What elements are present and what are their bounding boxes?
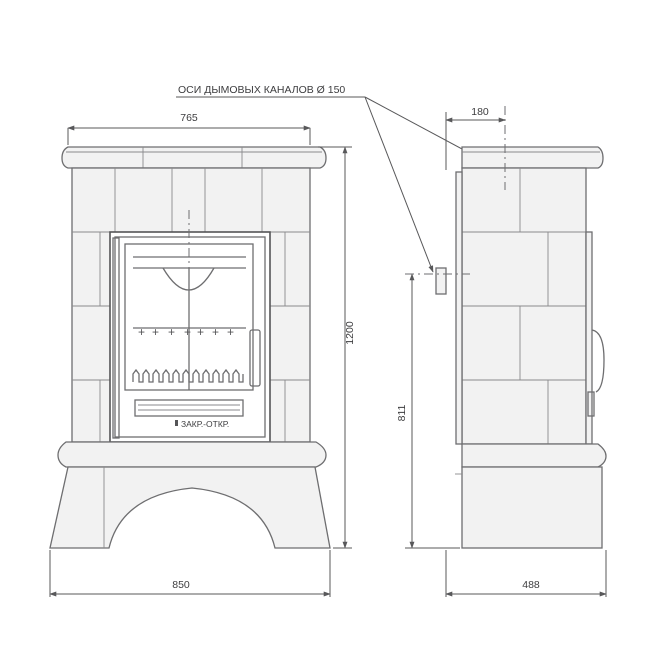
callout-leader-2 xyxy=(364,96,434,273)
side-door-hinge xyxy=(587,391,595,417)
door-handle[interactable] xyxy=(249,329,261,387)
side-dimensions: 180 488 811 xyxy=(396,106,607,597)
side-door-handle[interactable] xyxy=(591,329,605,393)
damper-lever[interactable] xyxy=(175,420,178,426)
ash-vent xyxy=(134,399,244,417)
grate xyxy=(132,368,244,383)
side-back-panel xyxy=(455,171,463,445)
air-holes: + + + + + + + xyxy=(138,325,234,339)
dim-top-width: 765 xyxy=(180,112,198,124)
front-base-ledge xyxy=(57,441,327,468)
front-top-cap xyxy=(61,146,327,169)
dim-side-depth: 488 xyxy=(522,579,540,591)
front-view: + + + + + + + ЗАКР.-ОТКР. xyxy=(49,146,331,549)
dim-flue-offset: 180 xyxy=(471,106,489,118)
svg-text:+: + xyxy=(212,325,219,339)
side-base-ledge xyxy=(461,443,607,468)
svg-text:+: + xyxy=(138,325,145,339)
svg-text:+: + xyxy=(197,325,204,339)
dim-total-height: 1200 xyxy=(344,321,356,345)
svg-text:+: + xyxy=(184,325,191,339)
side-door-profile xyxy=(585,231,593,445)
dim-flue-height: 811 xyxy=(396,404,408,421)
svg-text:+: + xyxy=(168,325,175,339)
dim-base-width: 850 xyxy=(172,579,190,591)
front-base-plinth xyxy=(49,466,331,549)
firebox-door-inner-frame xyxy=(114,236,266,438)
svg-text:+: + xyxy=(152,325,159,339)
door-hinge-side xyxy=(112,237,120,439)
side-flue-stub xyxy=(435,267,447,295)
front-dimensions: 765 850 1200 xyxy=(49,112,356,597)
side-top-cap xyxy=(461,146,604,169)
flue-axes-label: ОСИ ДЫМОВЫХ КАНАЛОВ Ø 150 xyxy=(178,84,345,96)
side-view xyxy=(405,106,607,549)
damper-label: ЗАКР.-ОТКР. xyxy=(181,419,229,429)
svg-text:+: + xyxy=(227,325,234,339)
side-base-plinth xyxy=(461,466,603,549)
